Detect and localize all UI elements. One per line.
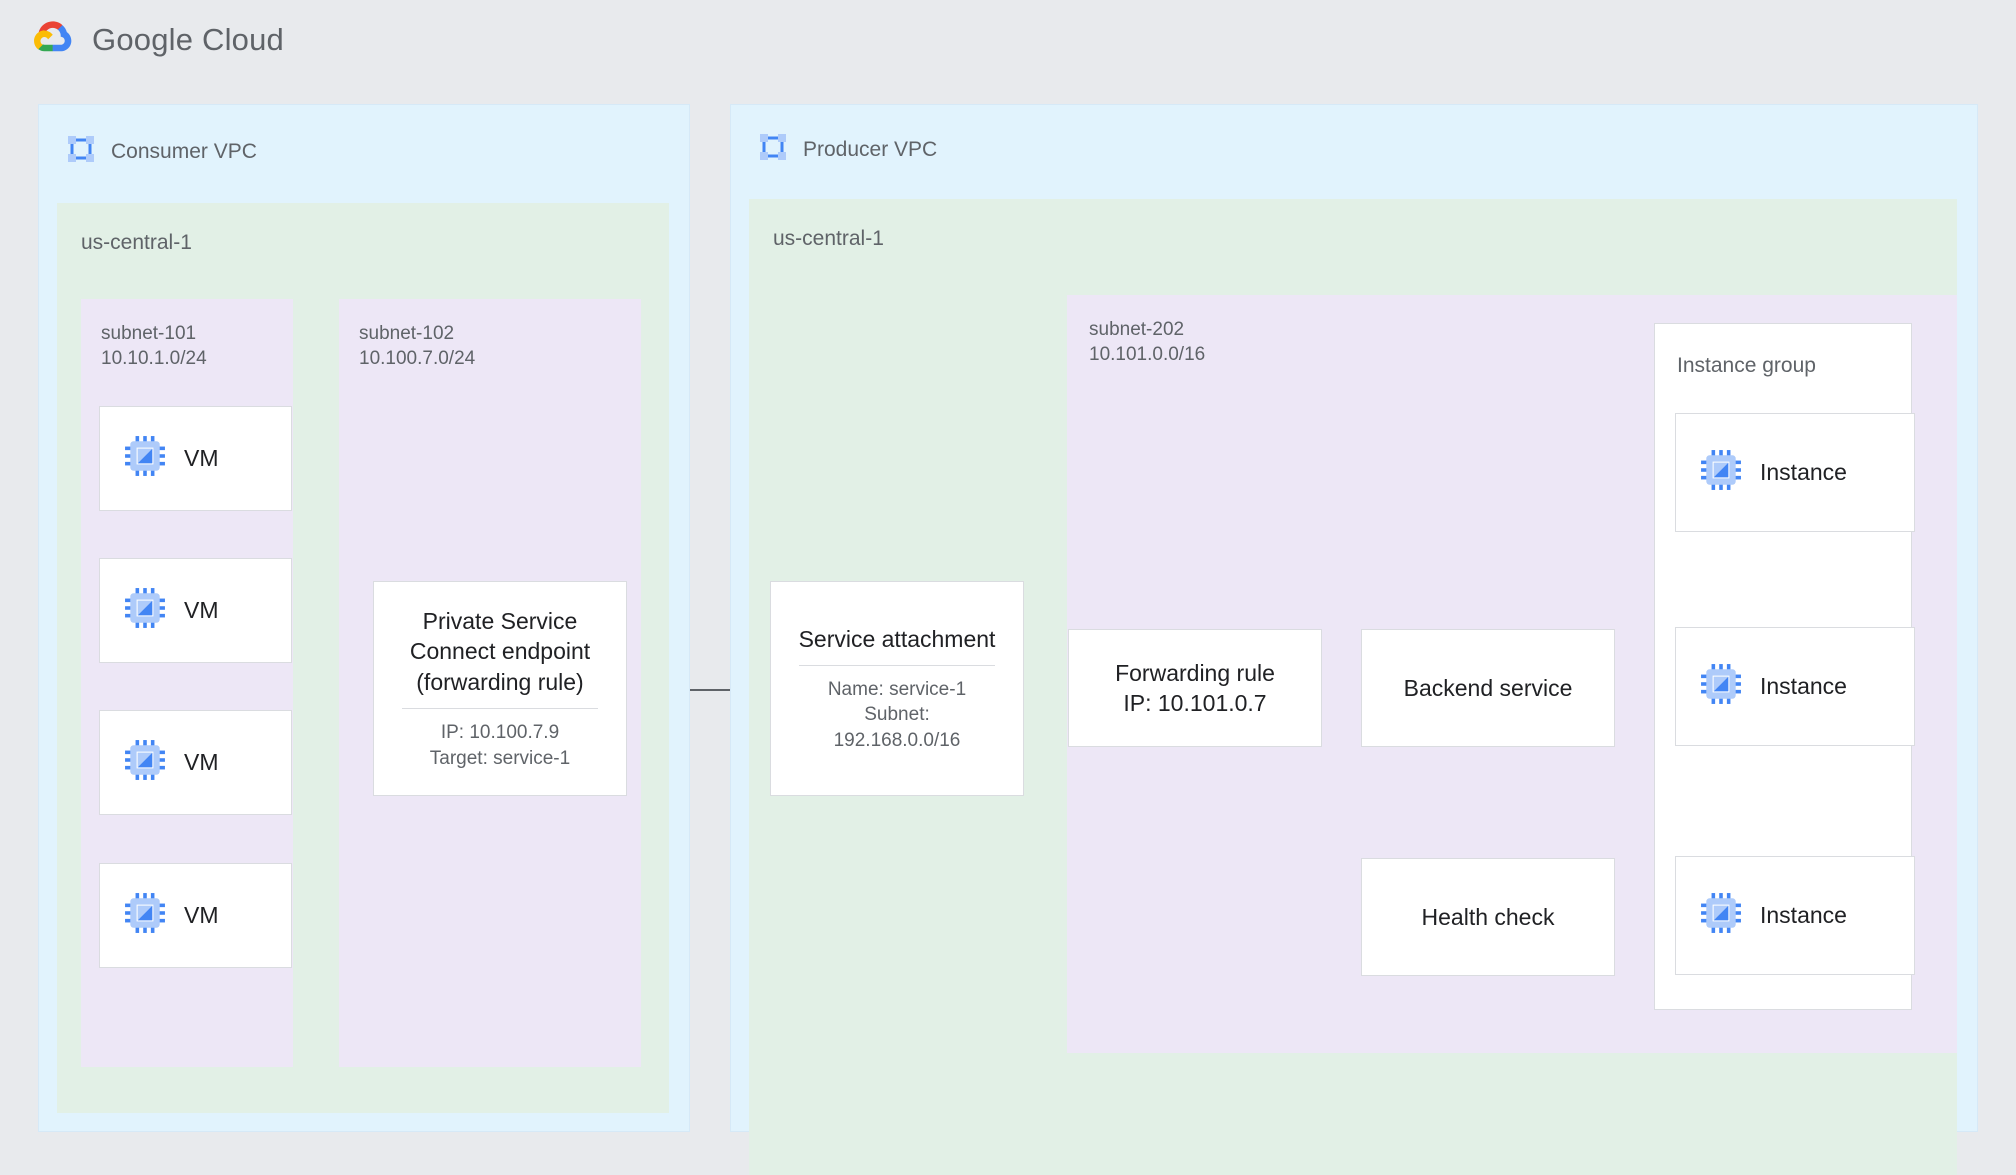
subnet-202-name: subnet-202 [1089,319,1185,340]
subnet-102-name: subnet-102 [359,323,455,344]
brand-title: Google Cloud [92,22,284,58]
instance-box-2[interactable]: Instance [1675,627,1915,746]
instance-label-2: Instance [1760,673,1847,699]
producer-region-label: us-central-1 [773,227,884,250]
subnet-101-cidr: 10.10.1.0/24 [101,348,207,370]
producer-vpc-header: Producer VPC [757,131,937,168]
backend-service-box[interactable]: Backend service [1361,629,1615,747]
subnet-202-label: subnet-202 10.101.0.0/16 [1089,317,1205,367]
instance-label-3: Instance [1760,902,1847,928]
vm-label-4: VM [184,902,219,928]
vm-instance-icon [124,435,166,482]
vm-box-2[interactable]: VM [99,558,292,663]
instance-label-1: Instance [1760,459,1847,485]
vm-box-1[interactable]: VM [99,406,292,511]
vm-label-1: VM [184,445,219,471]
brand-header: Google Cloud [30,16,284,63]
brand-cloud: Cloud [202,21,284,57]
service-attachment-subnet-value: 192.168.0.0/16 [833,729,961,751]
backend-service-title: Backend service [1403,674,1573,701]
vm-box-4[interactable]: VM [99,863,292,968]
brand-google: Google [92,21,194,57]
service-attachment-divider [798,665,996,666]
health-check-box[interactable]: Health check [1361,858,1615,976]
subnet-202-cidr: 10.101.0.0/16 [1089,344,1206,366]
google-cloud-logo-icon [30,16,76,63]
subnet-101-label: subnet-101 10.10.1.0/24 [101,321,207,371]
forwarding-rule-title: Forwarding rule [1115,659,1275,686]
vm-label-2: VM [184,597,219,623]
producer-vpc-title: Producer VPC [803,137,938,161]
psc-endpoint-ip: IP: 10.100.7.9 [440,722,560,744]
consumer-vpc-title: Consumer VPC [111,139,257,163]
vm-instance-icon [124,587,166,634]
consumer-vpc-header: Consumer VPC [65,133,257,170]
service-attachment-title: Service attachment [798,625,996,652]
vm-box-3[interactable]: VM [99,710,292,815]
vpc-network-icon [757,131,789,168]
vm-label-3: VM [184,749,219,775]
instance-group-label: Instance group [1677,354,1816,377]
psc-endpoint-target: Target: service-1 [429,747,571,769]
forwarding-rule-ip: IP: 10.101.0.7 [1123,690,1267,716]
vpc-network-icon [65,133,97,170]
subnet-102-cidr: 10.100.7.0/24 [359,348,476,370]
vm-instance-icon [1700,449,1742,496]
health-check-title: Health check [1421,903,1555,930]
instance-box-3[interactable]: Instance [1675,856,1915,975]
instance-box-1[interactable]: Instance [1675,413,1915,532]
subnet-102-label: subnet-102 10.100.7.0/24 [359,321,475,371]
service-attachment-name: Name: service-1 [827,679,967,700]
consumer-region-label: us-central-1 [81,231,192,254]
vm-instance-icon [1700,892,1742,939]
service-attachment-subnet-label: Subnet: [864,704,930,726]
subnet-101-name: subnet-101 [101,323,197,344]
vm-instance-icon [124,892,166,939]
psc-endpoint-title: Private Service Connect endpoint (forwar… [409,608,591,695]
vm-instance-icon [1700,663,1742,710]
psc-endpoint-divider [401,708,599,710]
service-attachment-box[interactable]: Service attachment Name: service-1 Subne… [770,581,1024,796]
forwarding-rule-box[interactable]: Forwarding rule IP: 10.101.0.7 [1068,629,1322,747]
psc-endpoint-box[interactable]: Private Service Connect endpoint (forwar… [373,581,627,796]
vm-instance-icon [124,739,166,786]
